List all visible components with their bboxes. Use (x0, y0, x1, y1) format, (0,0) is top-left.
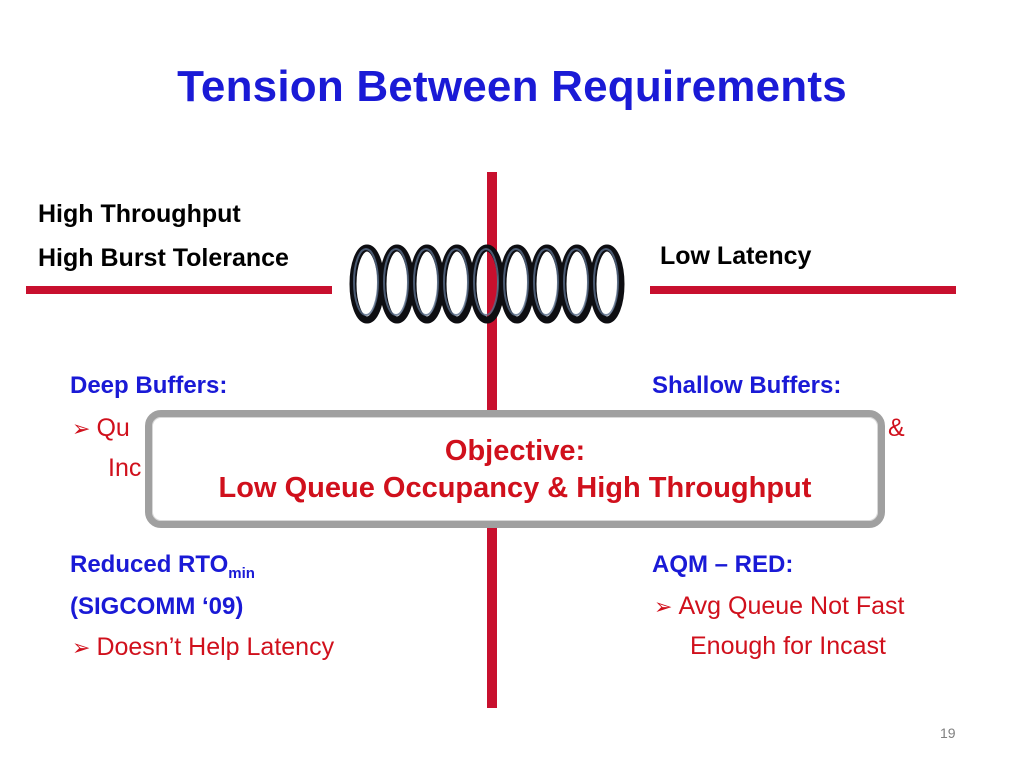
shallow-buffers-bullet-tail: & (888, 414, 905, 442)
spring-icon (349, 244, 625, 324)
sigcomm-heading: (SIGCOMM ‘09) (70, 593, 244, 620)
shallow-buffers-heading: Shallow Buffers: (652, 372, 842, 399)
aqm-red-heading: AQM – RED: (652, 551, 794, 578)
page-number: 19 (940, 725, 956, 741)
objective-box: Objective: Low Queue Occupancy & High Th… (145, 410, 885, 528)
deep-buffers-heading: Deep Buffers: (70, 372, 228, 399)
label-high-throughput: High Throughput (38, 200, 241, 228)
deep-buffers-bullet-line2: Inc (108, 454, 142, 482)
arrow-bullet-icon: ➢ (72, 635, 91, 660)
rto-bullet: ➢Doesn’t Help Latency (72, 633, 335, 661)
slide-title: Tension Between Requirements (177, 62, 847, 111)
horizontal-axis-right-line (650, 286, 956, 294)
aqm-bullet-line1: ➢Avg Queue Not Fast (654, 592, 905, 620)
label-high-burst-tolerance: High Burst Tolerance (38, 244, 289, 272)
objective-text: Low Queue Occupancy & High Throughput (218, 472, 812, 504)
arrow-bullet-icon: ➢ (72, 416, 91, 441)
label-low-latency: Low Latency (660, 242, 812, 270)
arrow-bullet-icon: ➢ (654, 594, 673, 619)
deep-buffers-bullet-line1: ➢Qu (72, 414, 130, 442)
aqm-bullet-line2: Enough for Incast (690, 632, 886, 660)
horizontal-axis-left-line (26, 286, 332, 294)
objective-label: Objective: (444, 435, 586, 467)
reduced-rto-heading: Reduced RTOmin (70, 551, 255, 582)
